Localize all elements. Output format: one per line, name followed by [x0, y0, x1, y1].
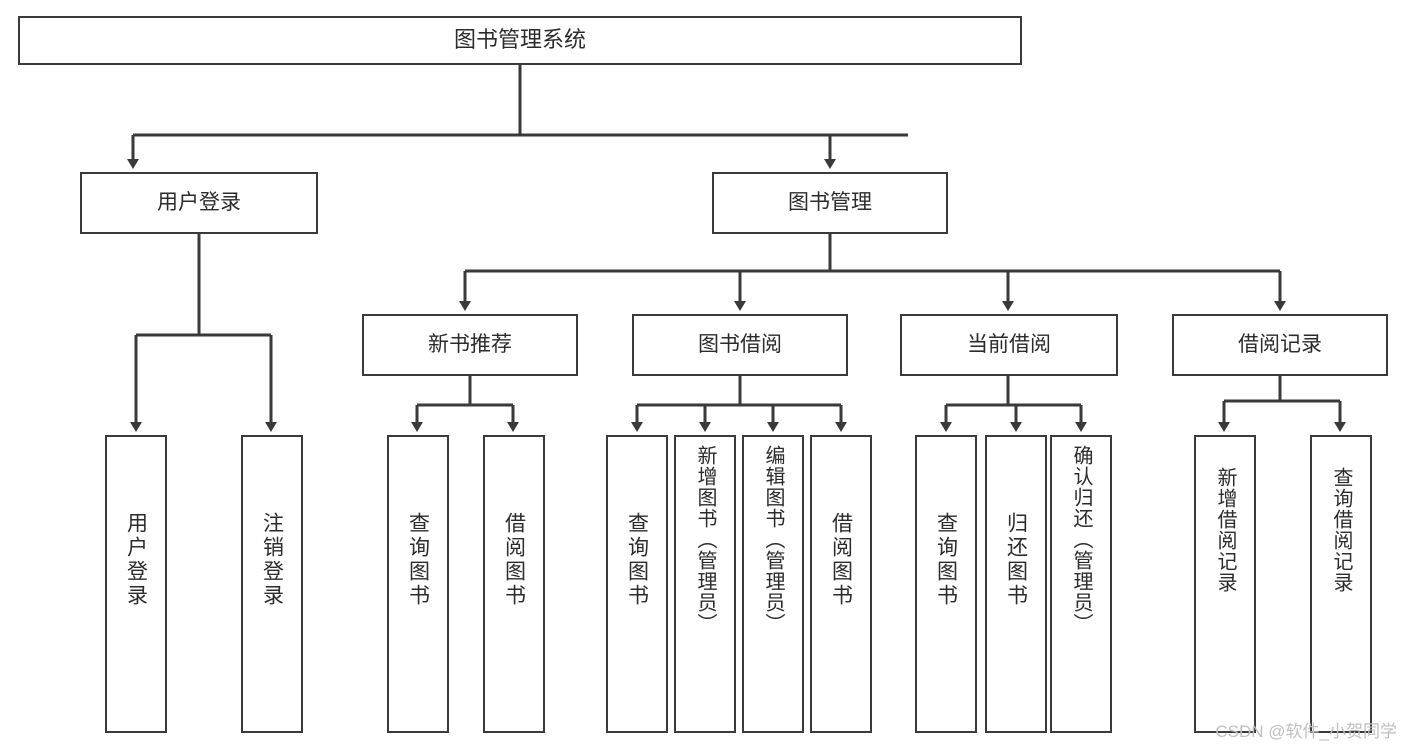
leaf-query-record[interactable]: 查询借阅记录 [1310, 435, 1372, 733]
leaf-query-book-3[interactable]: 查询图书 [915, 435, 977, 733]
leaf-confirm-return-label: 确认归还（管理员） [1070, 445, 1092, 634]
leaf-borrow-book-2-label: 借阅图书 [829, 512, 853, 608]
node-root[interactable]: 图书管理系统 [18, 16, 1022, 65]
node-borrow-record-label: 借阅记录 [1238, 333, 1322, 357]
node-user-login-label: 用户登录 [157, 191, 241, 215]
leaf-borrow-book-2[interactable]: 借阅图书 [810, 435, 872, 733]
leaf-query-book-2-label: 查询图书 [625, 512, 649, 608]
leaf-edit-book-label: 编辑图书（管理员） [762, 445, 784, 634]
node-book-management[interactable]: 图书管理 [712, 172, 948, 234]
leaf-add-record[interactable]: 新增借阅记录 [1194, 435, 1256, 733]
leaf-edit-book[interactable]: 编辑图书（管理员） [742, 435, 804, 733]
leaf-confirm-return[interactable]: 确认归还（管理员） [1050, 435, 1112, 733]
leaf-borrow-book-1[interactable]: 借阅图书 [483, 435, 545, 733]
node-book-borrow[interactable]: 图书借阅 [632, 314, 848, 376]
node-book-management-label: 图书管理 [788, 191, 872, 215]
node-book-borrow-label: 图书借阅 [698, 333, 782, 357]
node-root-label: 图书管理系统 [453, 27, 586, 53]
leaf-query-record-label: 查询借阅记录 [1330, 467, 1352, 593]
leaf-query-book-3-label: 查询图书 [934, 512, 958, 608]
csdn-watermark: CSDN @软件_小贺同学 [1215, 722, 1397, 741]
leaf-return-book-label: 归还图书 [1004, 512, 1028, 608]
leaf-logout-label: 注销登录 [260, 512, 284, 608]
leaf-user-login[interactable]: 用户登录 [105, 435, 167, 733]
leaf-query-book-1[interactable]: 查询图书 [387, 435, 449, 733]
node-new-book-recommend-label: 新书推荐 [428, 333, 512, 357]
leaf-query-book-2[interactable]: 查询图书 [606, 435, 668, 733]
node-borrow-record[interactable]: 借阅记录 [1172, 314, 1388, 376]
node-user-login[interactable]: 用户登录 [80, 172, 318, 234]
leaf-query-book-1-label: 查询图书 [406, 512, 430, 608]
leaf-return-book[interactable]: 归还图书 [985, 435, 1047, 733]
node-current-borrow[interactable]: 当前借阅 [900, 314, 1118, 376]
leaf-add-book[interactable]: 新增图书（管理员） [674, 435, 736, 733]
leaf-user-login-label: 用户登录 [124, 512, 148, 608]
node-current-borrow-label: 当前借阅 [967, 333, 1051, 357]
node-new-book-recommend[interactable]: 新书推荐 [362, 314, 578, 376]
leaf-logout[interactable]: 注销登录 [241, 435, 303, 733]
leaf-add-book-label: 新增图书（管理员） [694, 445, 716, 634]
leaf-borrow-book-1-label: 借阅图书 [502, 512, 526, 608]
leaf-add-record-label: 新增借阅记录 [1214, 467, 1236, 593]
